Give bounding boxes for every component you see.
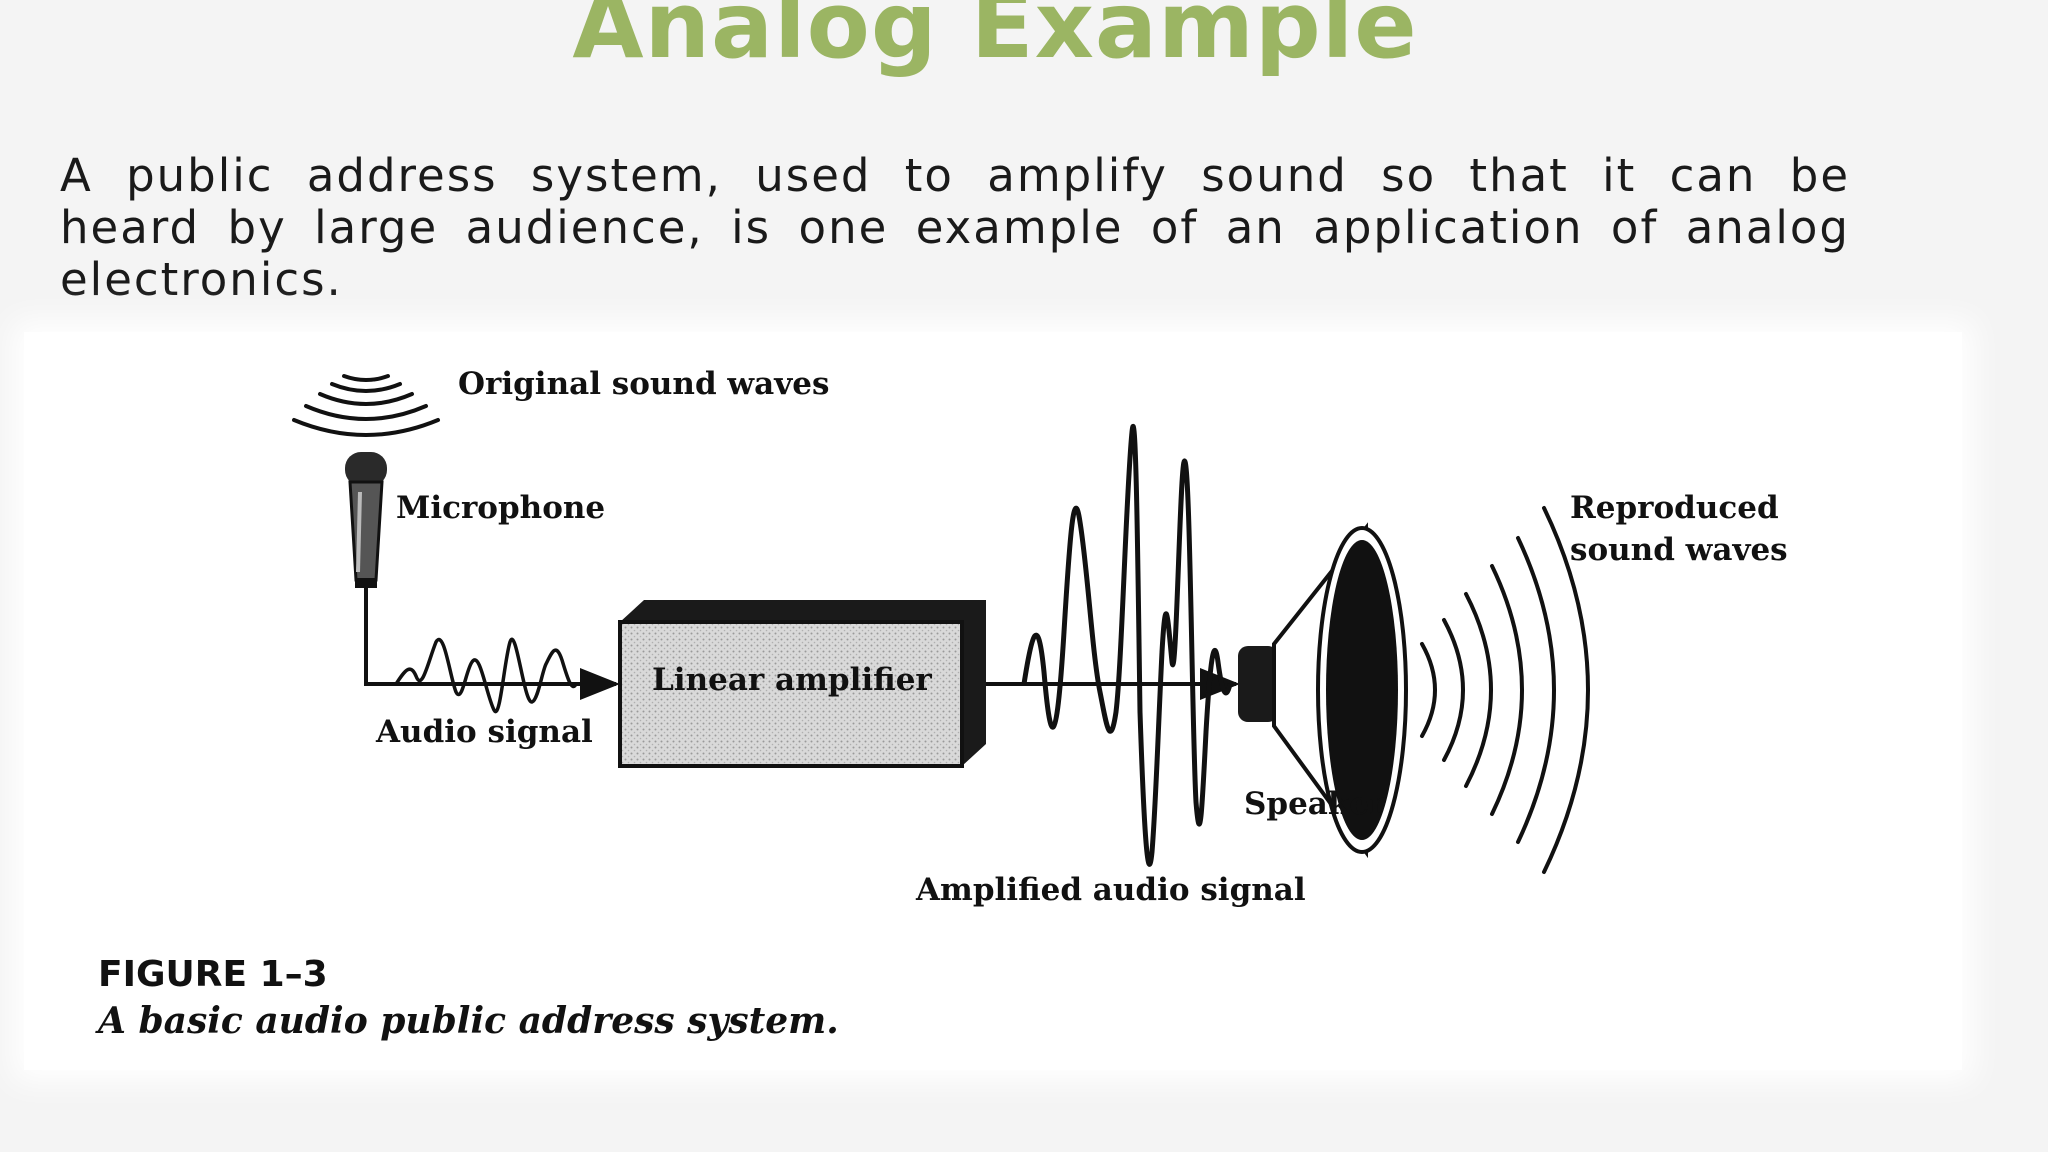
- label-microphone: Microphone: [396, 490, 606, 526]
- label-sound-waves: sound waves: [1570, 532, 1788, 568]
- microphone-icon: [345, 452, 387, 588]
- reproduced-sound-waves-icon: [1420, 506, 1590, 874]
- label-linear-amplifier: Linear amplifier: [652, 662, 932, 698]
- pa-system-diagram: [292, 374, 1590, 874]
- speaker-icon: [1238, 522, 1408, 859]
- audio-signal-waveform: [394, 637, 578, 714]
- label-amplified-audio-signal: Amplified audio signal: [916, 872, 1306, 908]
- amplified-signal-waveform: [1021, 423, 1233, 867]
- figure-number: FIGURE 1–3: [98, 954, 328, 995]
- label-speaker: Speaker: [1244, 786, 1386, 822]
- original-sound-waves-icon: [292, 374, 440, 437]
- label-reproduced: Reproduced: [1570, 490, 1779, 526]
- linear-amplifier-box: [618, 600, 986, 768]
- slide-body-text: A public address system, used to amplify…: [60, 149, 1850, 306]
- figure-panel: Original sound waves Microphone Audio si…: [24, 332, 1962, 1070]
- audio-signal-line: [364, 588, 620, 700]
- figure-caption: A basic audio public address system.: [98, 1000, 839, 1042]
- label-audio-signal: Audio signal: [376, 714, 593, 750]
- label-original-sound-waves: Original sound waves: [458, 366, 830, 402]
- slide-title: Analog Example: [572, 0, 1418, 79]
